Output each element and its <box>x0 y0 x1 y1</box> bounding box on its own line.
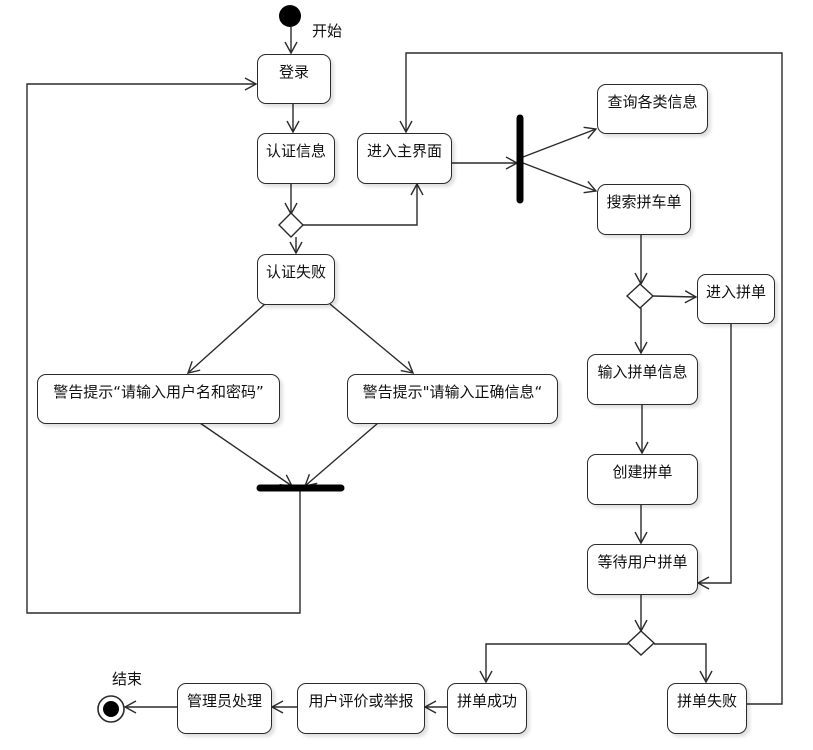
activity-user-review: 用户评价或举报 <box>297 683 425 734</box>
end-node-core <box>103 701 119 717</box>
edge-decision1-main <box>303 182 424 226</box>
decision-auth <box>278 212 304 238</box>
activity-input-carpool-info: 输入拼单信息 <box>587 354 698 405</box>
edge-decision2-join <box>652 290 698 304</box>
edge-decision3-success <box>479 643 628 684</box>
edge-warn2-join <box>303 422 379 487</box>
activity-login: 登录 <box>257 54 331 104</box>
start-node <box>279 5 301 27</box>
activity-warn-correct-info: 警告提示"请输入正确信息“ <box>347 374 558 424</box>
edge-join-wait <box>696 323 732 590</box>
edge-authfailed-warn1 <box>186 303 266 374</box>
edge-join-login-loop <box>26 77 301 614</box>
start-label: 开始 <box>312 22 343 40</box>
activity-create-carpool: 创建拼单 <box>587 454 698 505</box>
activity-search-carpool: 搜索拼车单 <box>597 184 691 235</box>
activity-warn-username-password: 警告提示“请输入用户名和密码” <box>37 374 280 424</box>
edge-failed-main-loop <box>399 52 783 705</box>
decision-search <box>625 283 655 309</box>
activity-carpool-failed: 拼单失败 <box>667 683 747 734</box>
edge-authfailed-warn2 <box>329 303 415 374</box>
activity-admin-handle: 管理员处理 <box>177 683 272 734</box>
activity-join-carpool: 进入拼单 <box>697 274 775 324</box>
activity-auth-failed: 认证失败 <box>257 254 335 305</box>
edge-warn1-join <box>199 422 294 487</box>
edge-decision3-failed <box>654 643 713 684</box>
activity-verify-info: 认证信息 <box>257 133 335 184</box>
decision-wait <box>626 630 656 656</box>
edge-fork-query <box>522 126 598 158</box>
activity-query-info: 查询各类信息 <box>597 84 708 134</box>
edge-fork-search <box>522 162 598 194</box>
activity-carpool-success: 拼单成功 <box>447 683 527 734</box>
end-label: 结束 <box>112 670 143 688</box>
activity-enter-main: 进入主界面 <box>357 133 452 184</box>
activity-wait-users: 等待用户拼单 <box>587 544 698 595</box>
